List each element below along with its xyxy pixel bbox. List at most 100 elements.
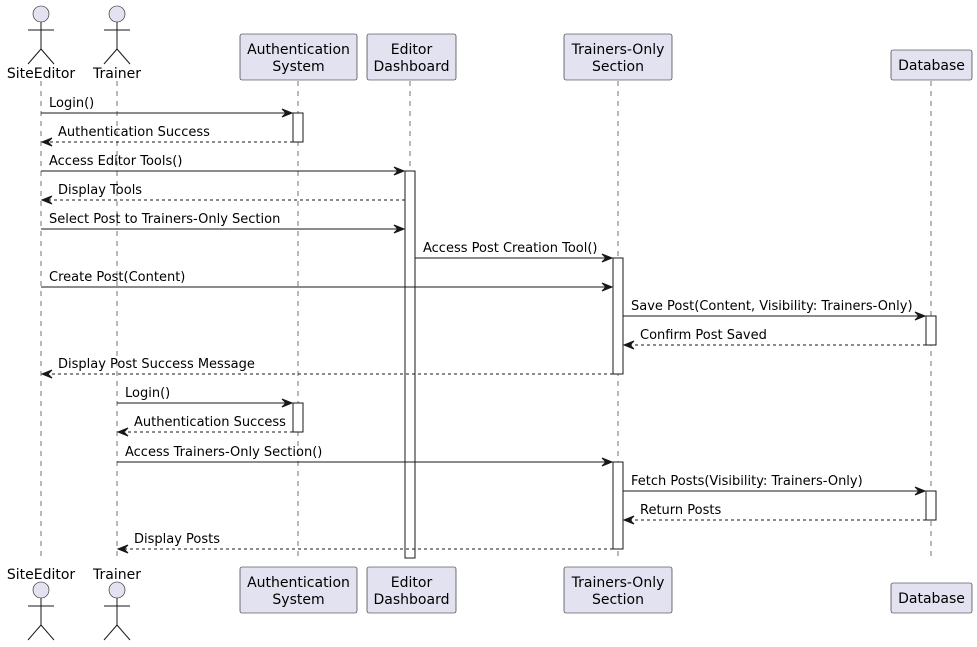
participant-box xyxy=(366,566,457,614)
activation-auth xyxy=(292,402,304,433)
activation-trainers xyxy=(612,257,624,375)
arrowhead xyxy=(622,515,635,525)
actor-figure xyxy=(103,581,131,641)
arrowhead xyxy=(393,166,406,176)
participant-label: SiteEditor xyxy=(7,567,76,583)
message-label: Authentication Success xyxy=(58,125,210,140)
participant-box xyxy=(239,33,358,81)
participant-label: Trainer xyxy=(92,66,141,82)
participant-box xyxy=(366,33,457,81)
message-label: Save Post(Content, Visibility: Trainers-… xyxy=(631,299,913,314)
message-label: Login() xyxy=(49,96,94,111)
message-8: Save Post(Content, Visibility: Trainers-… xyxy=(623,299,927,321)
arrowhead xyxy=(40,137,53,147)
participant-label: Database xyxy=(898,58,965,74)
message-6: Access Post Creation Tool() xyxy=(415,241,614,263)
participant-label: Section xyxy=(592,592,644,608)
message-label: Access Post Creation Tool() xyxy=(423,241,598,256)
activation-bars xyxy=(292,112,937,559)
message-2: Authentication Success xyxy=(40,125,293,147)
arrowhead xyxy=(622,340,635,350)
participant-label: Database xyxy=(898,591,965,607)
participant-database-bottom: Database xyxy=(890,582,973,614)
participant-label: Trainers-Only xyxy=(571,575,665,591)
participant-trainer-bottom: Trainer xyxy=(92,567,141,641)
participant-label: Trainers-Only xyxy=(571,42,665,58)
activation-auth xyxy=(292,112,304,143)
message-10: Display Post Success Message xyxy=(40,357,613,379)
participant-label: Dashboard xyxy=(374,59,450,75)
arrowhead xyxy=(40,369,53,379)
participant-siteeditor-top: SiteEditor xyxy=(7,5,76,82)
message-14: Fetch Posts(Visibility: Trainers-Only) xyxy=(623,474,927,496)
message-7: Create Post(Content) xyxy=(41,270,614,292)
message-4: Display Tools xyxy=(40,183,405,205)
arrowhead xyxy=(914,311,927,321)
message-label: Access Trainers-Only Section() xyxy=(125,445,322,460)
participant-label: Authentication xyxy=(247,575,350,591)
participant-label: SiteEditor xyxy=(7,66,76,82)
arrowhead xyxy=(116,544,129,554)
message-1: Login() xyxy=(41,96,294,118)
message-label: Login() xyxy=(125,386,170,401)
message-label: Return Posts xyxy=(640,503,721,518)
message-label: Display Post Success Message xyxy=(58,357,255,372)
participant-box xyxy=(890,582,973,614)
participant-label: Authentication xyxy=(247,42,350,58)
message-13: Access Trainers-Only Section() xyxy=(117,445,614,467)
participant-box xyxy=(563,566,673,614)
message-label: Fetch Posts(Visibility: Trainers-Only) xyxy=(631,474,863,489)
arrowhead xyxy=(601,457,614,467)
message-15: Return Posts xyxy=(622,503,926,525)
message-11: Login() xyxy=(117,386,294,408)
message-label: Display Posts xyxy=(134,532,220,547)
arrowhead xyxy=(281,398,294,408)
activation-dashboard xyxy=(404,170,416,559)
participant-box xyxy=(239,566,358,614)
participant-label: Section xyxy=(592,59,644,75)
message-label: Authentication Success xyxy=(134,415,286,430)
arrowhead xyxy=(601,253,614,263)
message-label: Create Post(Content) xyxy=(49,270,185,285)
actor-figure xyxy=(27,5,55,65)
participant-siteeditor-bottom: SiteEditor xyxy=(7,567,76,641)
arrowhead xyxy=(914,486,927,496)
participant-box xyxy=(890,49,973,81)
message-label: Display Tools xyxy=(58,183,142,198)
participant-label: Editor xyxy=(391,42,433,58)
participant-label: System xyxy=(272,592,324,608)
message-label: Confirm Post Saved xyxy=(640,328,767,343)
participant-label: System xyxy=(272,59,324,75)
message-3: Access Editor Tools() xyxy=(41,154,406,176)
arrowhead xyxy=(281,108,294,118)
participant-trainer-top: Trainer xyxy=(92,5,141,82)
arrowhead xyxy=(116,427,129,437)
activation-database xyxy=(925,490,937,521)
activation-database xyxy=(925,315,937,346)
arrowhead xyxy=(40,195,53,205)
arrowhead xyxy=(601,282,614,292)
message-16: Display Posts xyxy=(116,532,613,554)
actor-figure xyxy=(103,5,131,65)
message-9: Confirm Post Saved xyxy=(622,328,926,350)
participant-label: Editor xyxy=(391,575,433,591)
participant-label: Dashboard xyxy=(374,592,450,608)
participant-database-top: Database xyxy=(890,49,973,81)
actor-figure xyxy=(27,581,55,641)
message-12: Authentication Success xyxy=(116,415,293,437)
activation-trainers xyxy=(612,461,624,550)
message-label: Access Editor Tools() xyxy=(49,154,182,169)
participant-box xyxy=(563,33,673,81)
arrowhead xyxy=(393,224,406,234)
message-label: Select Post to Trainers-Only Section xyxy=(49,212,280,227)
